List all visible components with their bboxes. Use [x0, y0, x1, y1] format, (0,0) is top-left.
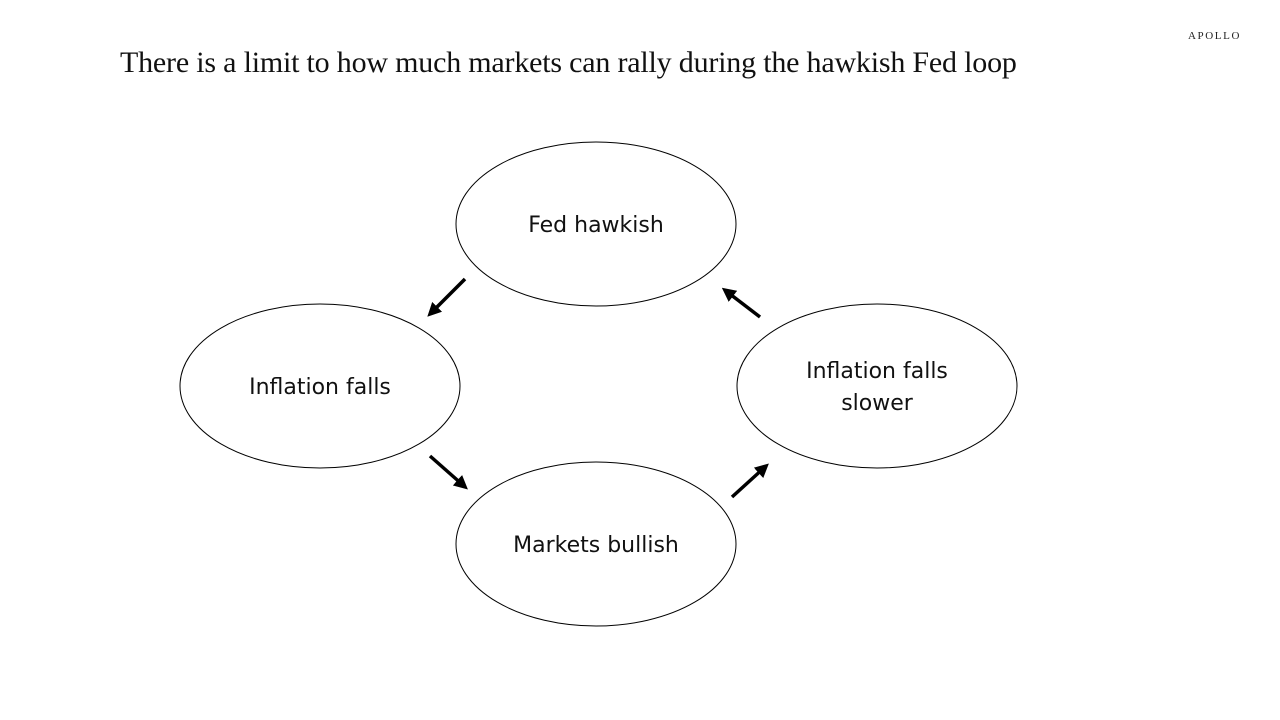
node-label: Inflation falls [249, 375, 391, 400]
arrow-icon [730, 463, 769, 499]
node-markets-bullish: Markets bullish [455, 461, 737, 627]
arrow-icon [428, 454, 468, 490]
brand-logo: APOLLO [1188, 30, 1241, 42]
node-label: Fed hawkish [528, 213, 664, 238]
arrow-icon [427, 277, 467, 317]
node-fed-hawkish: Fed hawkish [455, 141, 737, 307]
node-label: Inflation falls [806, 359, 948, 384]
node-label: slower [841, 391, 914, 416]
node-inflation-falls-slower: Inflation falls slower [736, 303, 1018, 469]
node-label: Markets bullish [513, 533, 679, 558]
node-inflation-falls: Inflation falls [179, 303, 461, 469]
arrow-icon [721, 287, 762, 319]
page-title: There is a limit to how much markets can… [120, 46, 1017, 79]
